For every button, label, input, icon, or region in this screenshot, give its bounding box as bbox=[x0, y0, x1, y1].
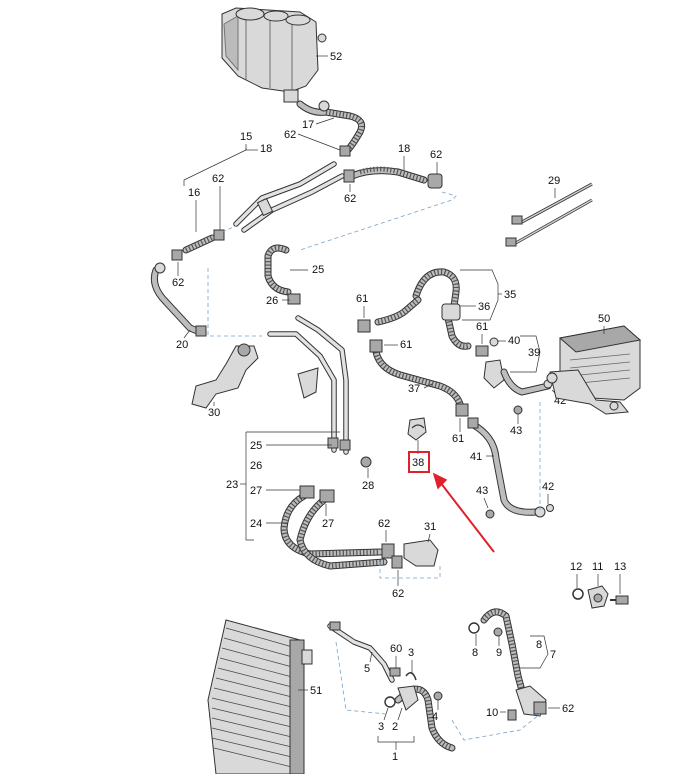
clip-9 bbox=[493, 627, 503, 637]
label-20: 20 bbox=[176, 339, 188, 351]
label-62g: 62 bbox=[392, 588, 404, 600]
hose-37 bbox=[369, 339, 469, 417]
label-50: 50 bbox=[598, 313, 610, 325]
hose-25 bbox=[264, 244, 301, 305]
label-26b: 26 bbox=[250, 460, 262, 472]
label-11: 11 bbox=[592, 561, 603, 573]
label-30: 30 bbox=[208, 407, 220, 419]
cable-tie-29 bbox=[505, 182, 593, 247]
label-12: 12 bbox=[570, 561, 582, 573]
flange-31 bbox=[381, 539, 439, 569]
label-39: 39 bbox=[528, 347, 540, 359]
label-43a: 43 bbox=[510, 425, 522, 437]
o-ring-8 bbox=[468, 622, 480, 634]
label-3b: 3 bbox=[378, 721, 384, 733]
flange-30 bbox=[191, 343, 259, 409]
bolt-10 bbox=[507, 709, 517, 721]
clip-3 bbox=[405, 672, 417, 681]
hose-upper-mid bbox=[374, 296, 422, 326]
label-62f: 62 bbox=[378, 518, 390, 530]
label-36: 36 bbox=[478, 301, 490, 313]
hose-41 bbox=[467, 417, 546, 518]
label-7: 7 bbox=[550, 649, 556, 661]
expansion-tank bbox=[221, 7, 327, 103]
label-31: 31 bbox=[424, 521, 436, 533]
pipe-assembly-23 bbox=[267, 315, 372, 468]
label-5: 5 bbox=[364, 663, 370, 675]
label-52: 52 bbox=[330, 51, 342, 63]
hose-16 bbox=[171, 229, 225, 261]
label-41: 41 bbox=[470, 451, 482, 463]
hose-7 bbox=[480, 608, 547, 717]
label-61b: 61 bbox=[476, 321, 488, 333]
clip-38 bbox=[407, 417, 427, 441]
label-8a: 8 bbox=[472, 647, 478, 659]
hose-5 bbox=[327, 621, 395, 683]
label-15: 15 bbox=[240, 131, 252, 143]
label-17: 17 bbox=[302, 119, 314, 131]
label-18b: 18 bbox=[398, 143, 410, 155]
radiator-51 bbox=[207, 619, 313, 774]
label-38: 38 bbox=[412, 457, 424, 469]
label-37: 37 bbox=[408, 383, 420, 395]
label-62e: 62 bbox=[172, 277, 184, 289]
highlight-box-38 bbox=[408, 451, 430, 473]
highlight-arrow bbox=[432, 472, 495, 553]
label-18a: 18 bbox=[260, 143, 272, 155]
label-16: 16 bbox=[188, 187, 200, 199]
label-62d: 62 bbox=[212, 173, 224, 185]
label-62b: 62 bbox=[430, 149, 442, 161]
label-62a: 62 bbox=[284, 129, 296, 141]
bracket-39 bbox=[483, 359, 505, 389]
label-35: 35 bbox=[504, 289, 516, 301]
hose-24 bbox=[280, 485, 388, 570]
hose-1 bbox=[394, 685, 456, 752]
label-40: 40 bbox=[508, 335, 520, 347]
hose-35 bbox=[412, 268, 472, 350]
o-ring-3 bbox=[384, 696, 396, 708]
clamp-62 bbox=[339, 145, 351, 157]
hose-20 bbox=[150, 262, 207, 337]
bolt-13 bbox=[610, 595, 629, 605]
label-60: 60 bbox=[390, 643, 402, 655]
sensor-11 bbox=[587, 585, 609, 609]
label-42b: 42 bbox=[542, 481, 554, 493]
label-28: 28 bbox=[362, 480, 374, 492]
label-25a: 25 bbox=[312, 264, 324, 276]
label-8b: 8 bbox=[536, 639, 542, 651]
oil-cooler-50 bbox=[546, 325, 642, 415]
hose-42 bbox=[500, 368, 553, 396]
label-23: 23 bbox=[226, 479, 238, 491]
label-10: 10 bbox=[486, 707, 498, 719]
label-24: 24 bbox=[250, 518, 262, 530]
label-62h: 62 bbox=[562, 703, 574, 715]
bolt-4 bbox=[433, 691, 443, 701]
label-29: 29 bbox=[548, 175, 560, 187]
hose-18-right bbox=[343, 166, 443, 189]
label-9: 9 bbox=[496, 647, 502, 659]
label-25b: 25 bbox=[250, 440, 262, 452]
label-3a: 3 bbox=[408, 647, 414, 659]
pipe-18 bbox=[233, 161, 345, 233]
label-51: 51 bbox=[310, 685, 322, 697]
label-27b: 27 bbox=[322, 518, 334, 530]
label-43b: 43 bbox=[476, 485, 488, 497]
clamp-61 bbox=[357, 319, 371, 333]
label-26a: 26 bbox=[266, 295, 278, 307]
label-62c: 62 bbox=[344, 193, 356, 205]
label-61a: 61 bbox=[356, 293, 368, 305]
label-61c: 61 bbox=[400, 339, 412, 351]
label-13: 13 bbox=[614, 561, 626, 573]
label-27a: 27 bbox=[250, 485, 262, 497]
label-61d: 61 bbox=[452, 433, 464, 445]
o-ring-12 bbox=[572, 588, 584, 600]
label-1: 1 bbox=[392, 751, 398, 763]
label-4: 4 bbox=[432, 711, 438, 723]
label-2: 2 bbox=[392, 721, 398, 733]
